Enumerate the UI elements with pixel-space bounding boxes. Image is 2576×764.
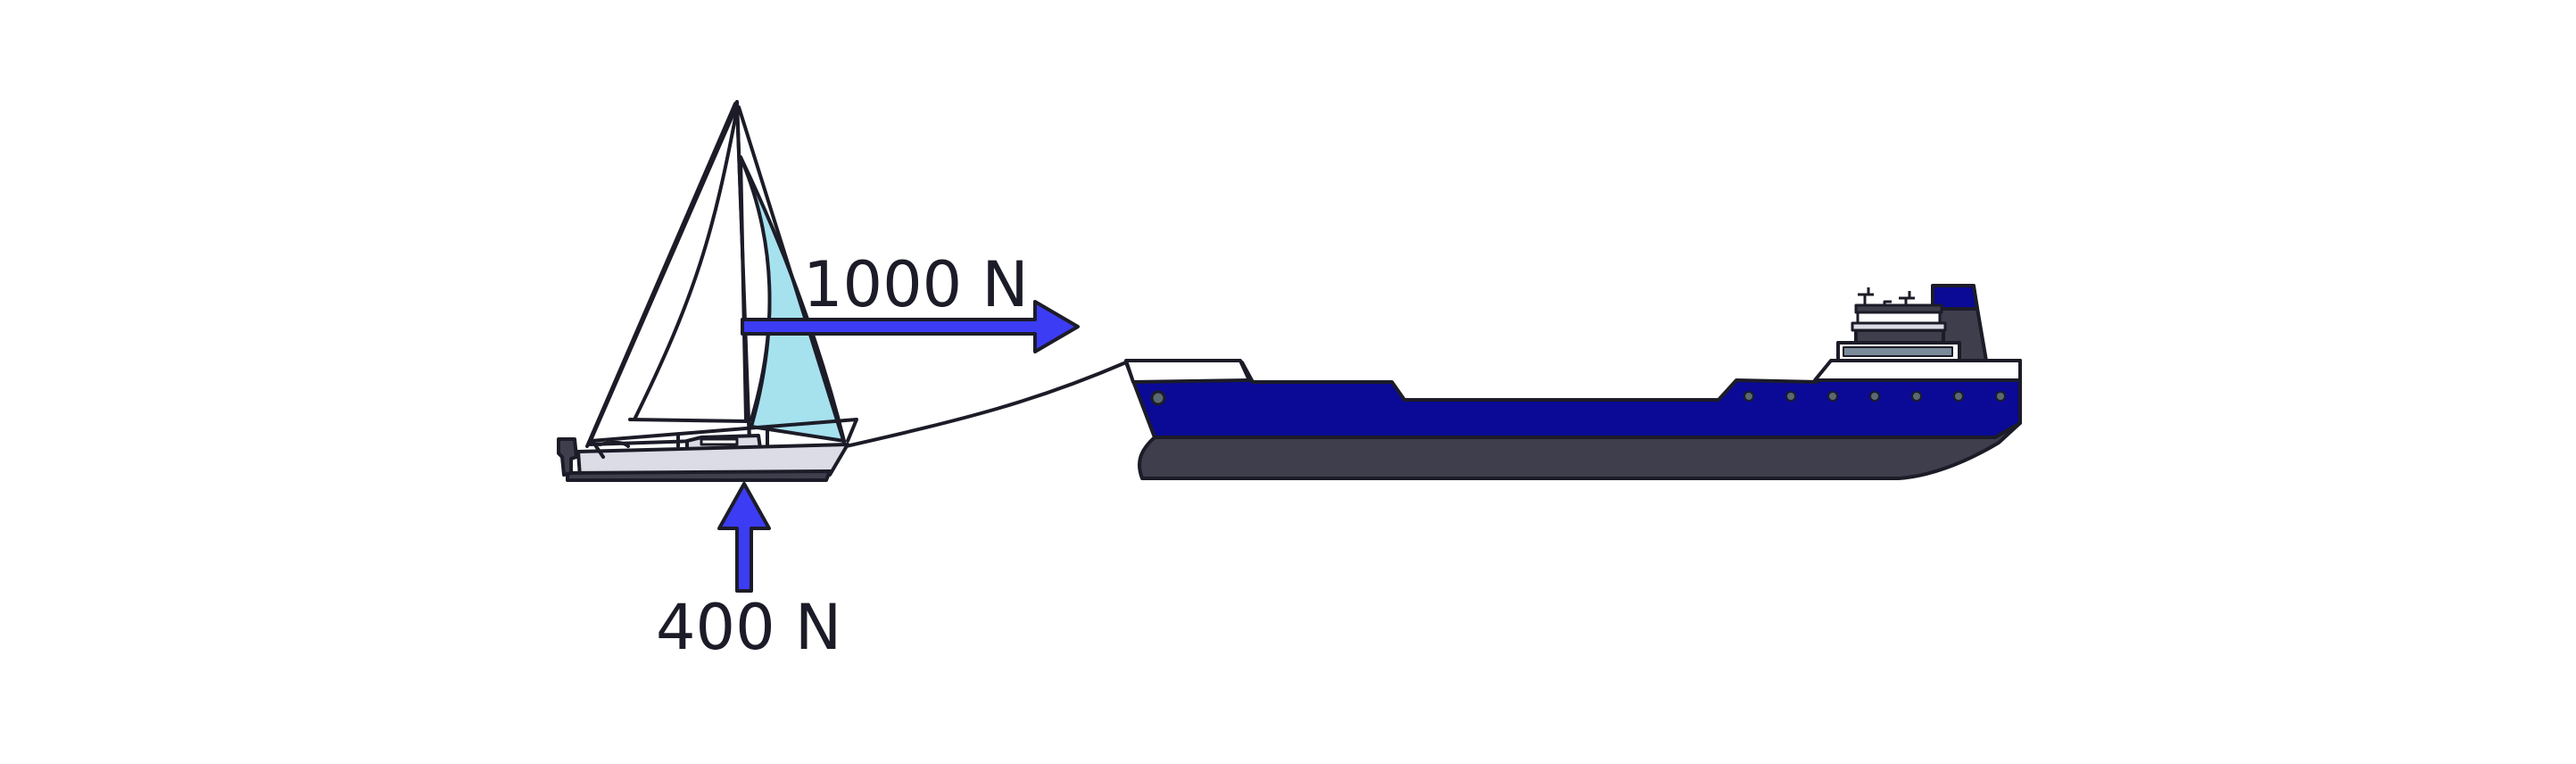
porthole xyxy=(1744,391,1754,402)
mainsail xyxy=(587,104,751,446)
portholes xyxy=(1744,391,2006,402)
boom xyxy=(628,418,750,423)
mast xyxy=(735,100,751,446)
porthole xyxy=(1869,391,1880,402)
ship-stern-deck xyxy=(1813,359,2022,382)
mainsail-leech xyxy=(634,107,739,419)
porthole xyxy=(1785,391,1796,402)
forestay xyxy=(737,105,846,444)
stern-rail xyxy=(591,439,630,459)
ship-main-hull xyxy=(1124,359,2022,439)
ship-bottom-hull xyxy=(1138,421,2022,480)
backstay xyxy=(585,102,737,448)
bridge-deck-mid xyxy=(1854,328,1945,345)
cabin-window xyxy=(700,437,739,446)
funnel-top xyxy=(1931,284,1979,311)
force-label-horizontal: 1000 N xyxy=(803,248,1029,321)
bridge-roof xyxy=(1854,303,1943,314)
bridge-window-strip xyxy=(1843,346,1953,357)
tow-rope xyxy=(844,361,1128,448)
porthole xyxy=(1953,391,1964,402)
force-arrow-vertical xyxy=(717,482,771,593)
ship-bow-deck xyxy=(1124,359,1251,384)
cargo-ship xyxy=(1124,284,2022,480)
deck-rail xyxy=(589,418,858,448)
porthole xyxy=(1995,391,2006,402)
outboard-motor xyxy=(557,437,578,477)
sailboat-keel-stripe xyxy=(566,469,832,482)
sailboat xyxy=(557,100,858,482)
porthole xyxy=(1827,391,1838,402)
force-arrow-horizontal xyxy=(741,300,1080,353)
force-label-vertical: 400 N xyxy=(656,591,842,664)
anchor-hole xyxy=(1150,390,1166,406)
porthole xyxy=(1911,391,1922,402)
bridge-deck-top xyxy=(1856,311,1942,325)
radar-mast xyxy=(1858,287,1915,305)
